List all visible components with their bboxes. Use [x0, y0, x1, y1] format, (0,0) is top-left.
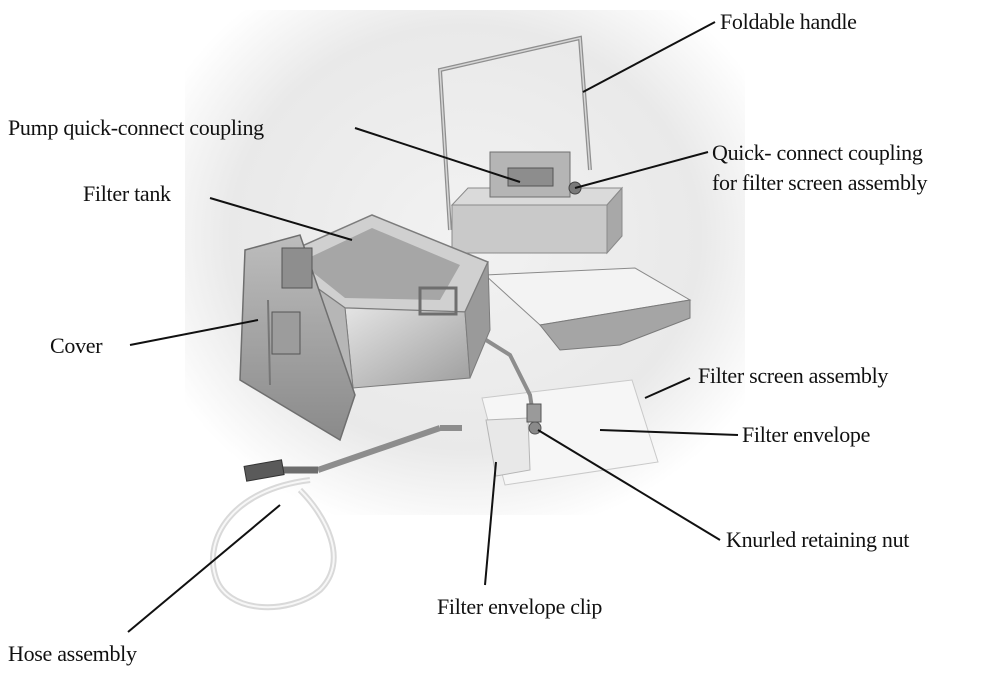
label-cover: Cover [50, 333, 103, 358]
leader-filter-screen [644, 377, 691, 399]
label-filter-envelope: Filter envelope [742, 422, 871, 447]
label-filter-tank: Filter tank [83, 181, 171, 206]
leader-hose [127, 504, 281, 633]
leader-foldable-handle [582, 21, 716, 93]
label-pump-coupling: Pump quick-connect coupling [8, 115, 264, 140]
label-quick-connect-line2: for filter screen assembly [712, 170, 928, 195]
label-quick-connect-line1: Quick- connect coupling [712, 140, 923, 165]
leader-filter-tank [209, 197, 353, 241]
cover [239, 234, 356, 442]
label-quick-connect-coupling: Quick- connect coupling for filter scree… [712, 138, 927, 198]
leader-filter-envelope [599, 429, 739, 436]
label-filter-screen-assembly: Filter screen assembly [698, 363, 889, 388]
leader-envelope-clip [484, 461, 497, 586]
filter-envelope-assembly [481, 338, 659, 486]
label-filter-envelope-clip: Filter envelope clip [437, 594, 603, 619]
leader-cover [129, 319, 259, 346]
pump-unit [437, 35, 692, 351]
leader-knurled-nut [537, 429, 721, 541]
label-foldable-handle: Foldable handle [720, 9, 857, 34]
hose-assembly [209, 425, 462, 611]
leader-quick-connect [574, 151, 709, 189]
leader-pump-coupling [354, 127, 521, 183]
label-hose-assembly: Hose assembly [8, 641, 137, 666]
label-knurled-retaining-nut: Knurled retaining nut [726, 527, 910, 552]
leader-lines [127, 21, 739, 633]
